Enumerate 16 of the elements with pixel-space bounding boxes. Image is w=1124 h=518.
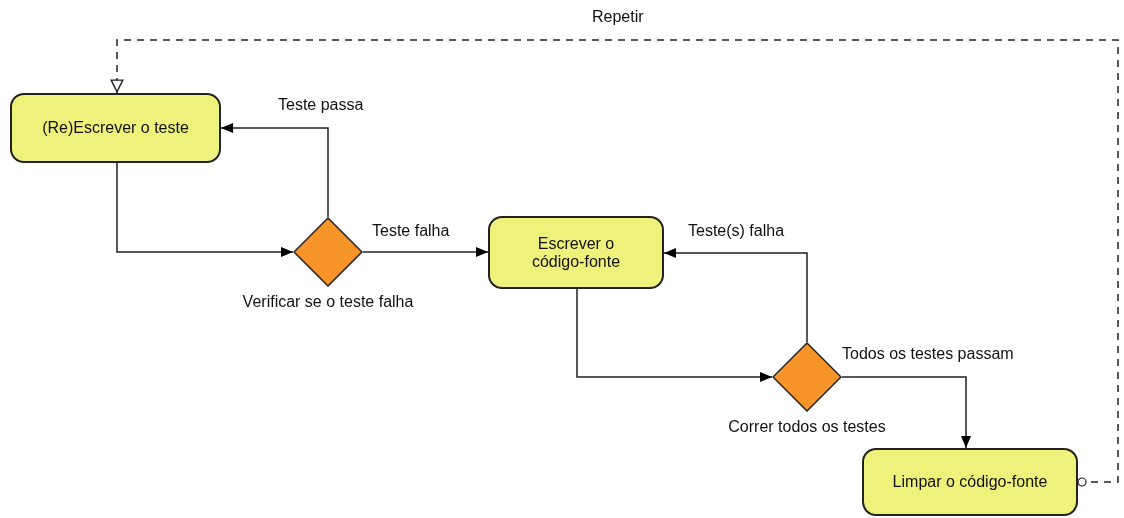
- edge-label: Teste(s) falha: [686, 222, 787, 240]
- arrow: [576, 288, 773, 382]
- arrow: [663, 248, 808, 343]
- arrow: [841, 376, 971, 449]
- decision-label: Verificar se o teste falha: [242, 293, 414, 311]
- edge-label: Todos os testes passam: [840, 345, 1016, 363]
- process-box: Limpar o código-fonte: [862, 448, 1078, 516]
- dashed-arrow: [110, 39, 1119, 487]
- edge-label: Repetir: [590, 8, 646, 26]
- process-box: Escrever o código-fonte: [488, 216, 664, 289]
- edge-label: Teste passa: [276, 96, 366, 114]
- decision-label: Correr todos os testes: [728, 418, 886, 436]
- arrow: [220, 123, 329, 218]
- arrow: [116, 162, 294, 257]
- process-box: (Re)Escrever o teste: [10, 93, 221, 163]
- arrow: [362, 247, 489, 257]
